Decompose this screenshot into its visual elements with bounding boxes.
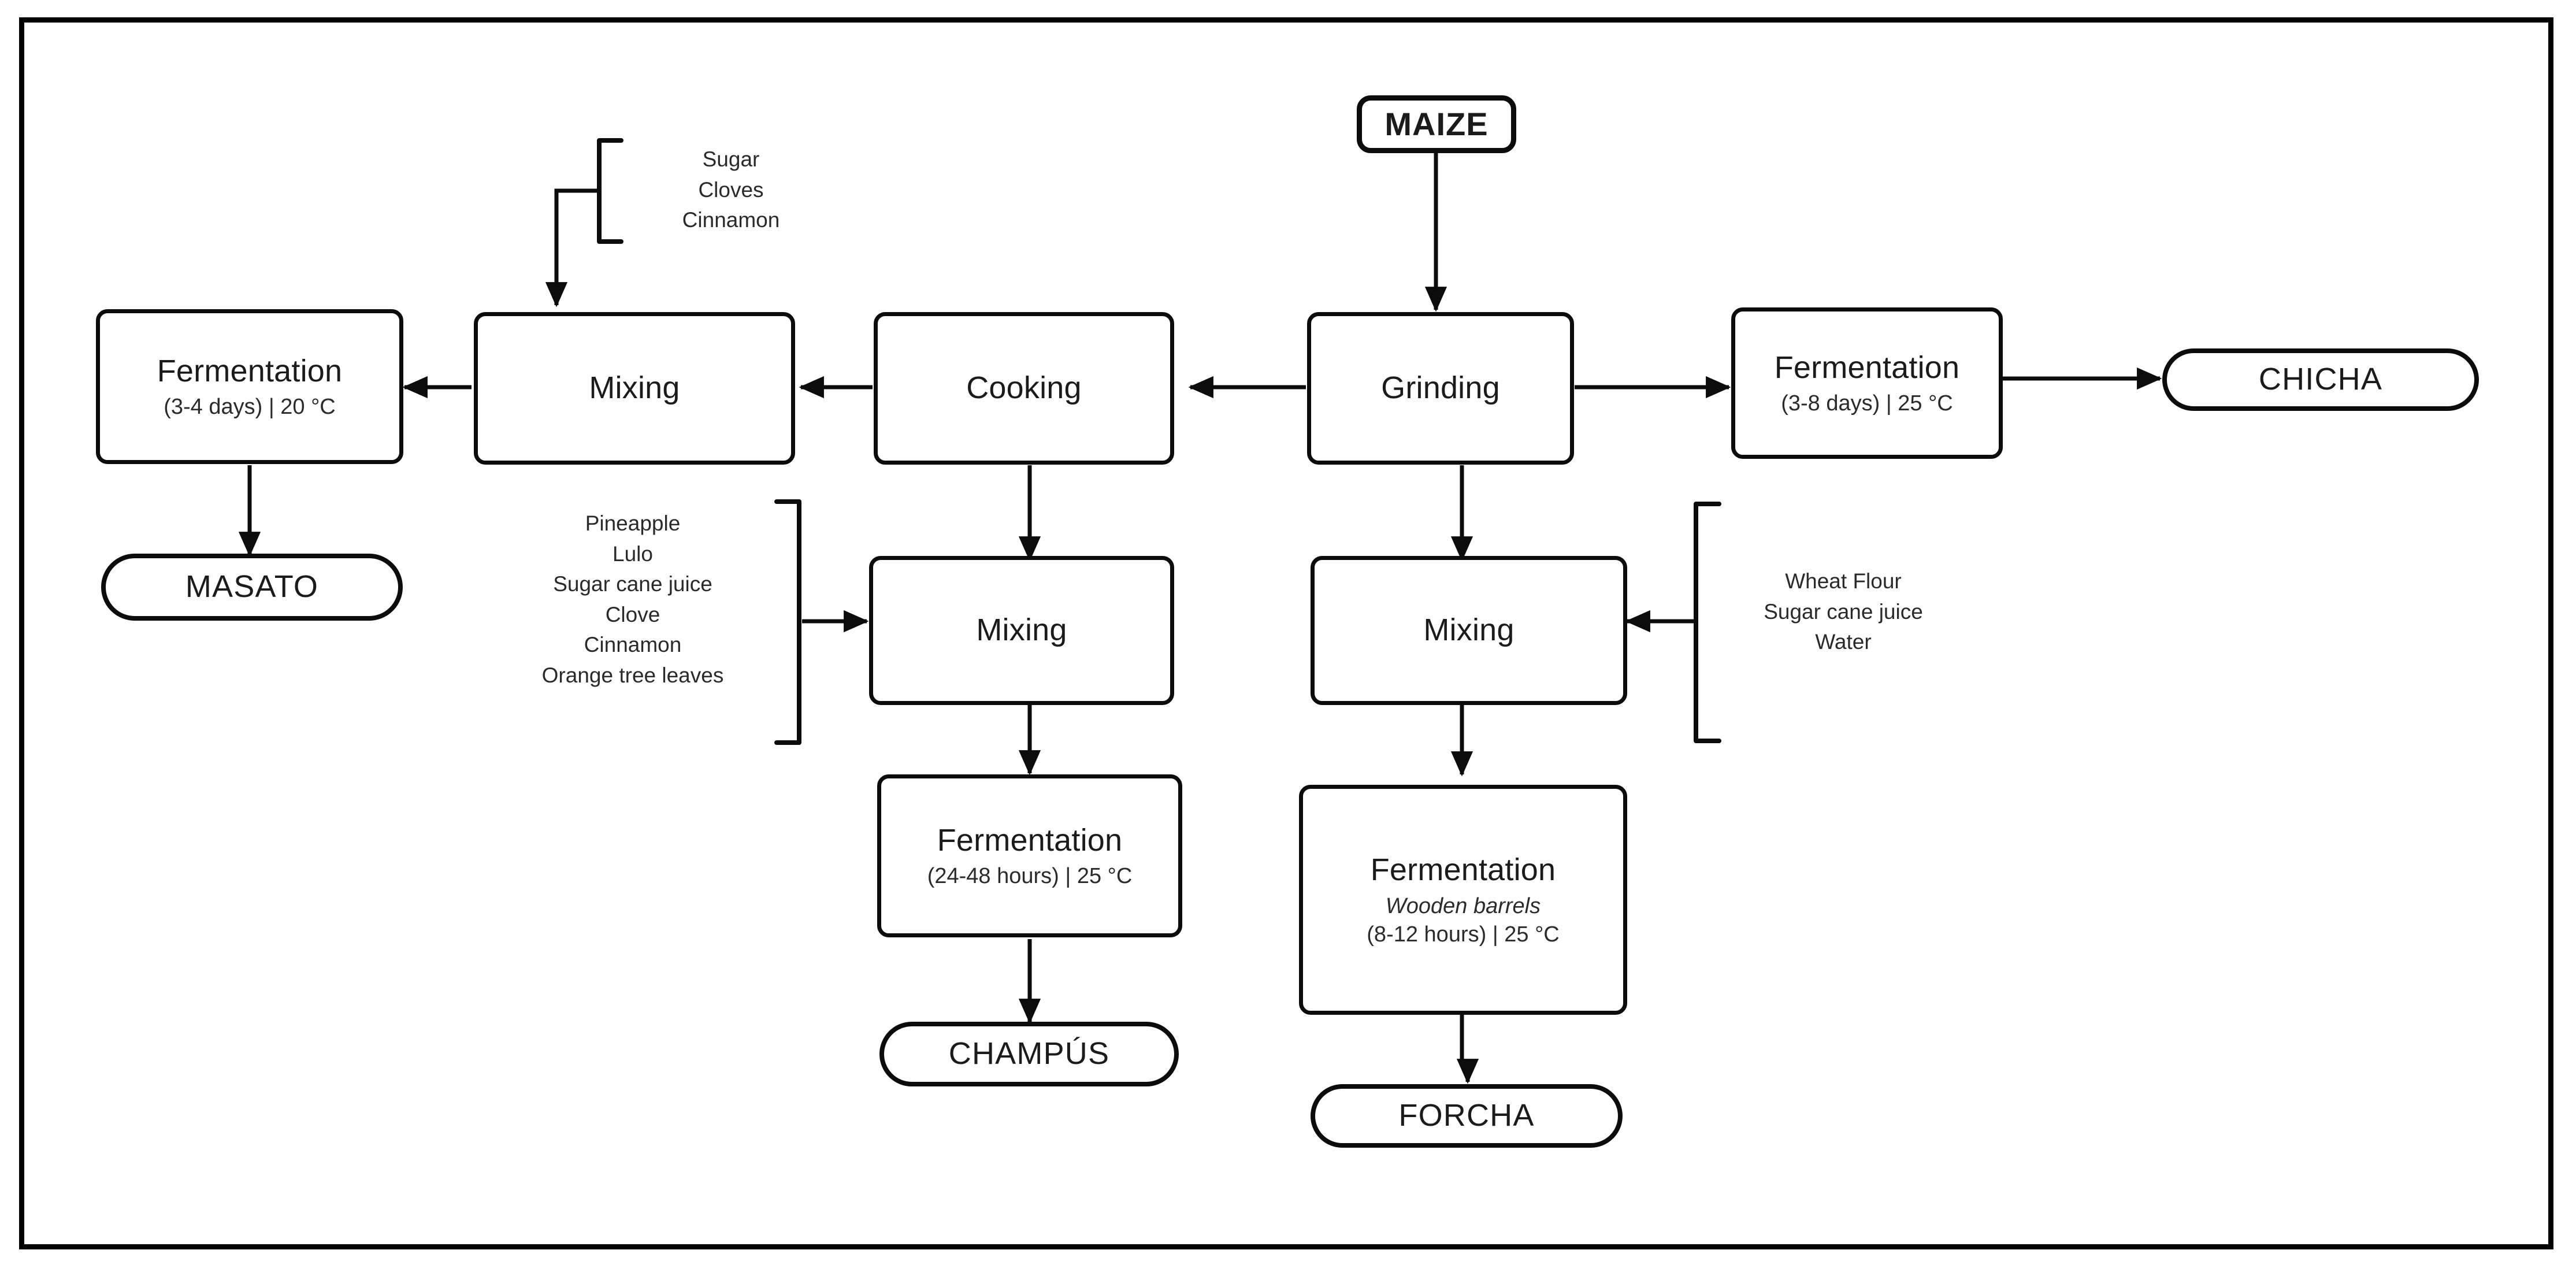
node-mixing-masato-label: Mixing [589, 370, 680, 406]
node-masato[interactable]: MASATO [101, 554, 403, 621]
node-maize[interactable]: MAIZE [1357, 95, 1516, 153]
ingredient-item: Clove [605, 602, 660, 626]
ingredient-list-forcha-additions: Wheat Flour Sugar cane juice Water [1728, 566, 1959, 658]
ingredient-list-masato-additions: Sugar Cloves Cinnamon [636, 144, 826, 236]
node-fermentation-masato[interactable]: Fermentation (3-4 days) | 20 °C [96, 309, 403, 464]
ingredient-item: Sugar cane juice [553, 572, 712, 596]
node-maize-label: MAIZE [1384, 105, 1489, 142]
node-fermentation-chicha-detail: (3-8 days) | 25 °C [1781, 391, 1953, 416]
node-champus[interactable]: CHAMPÚS [879, 1022, 1179, 1086]
node-fermentation-forcha-detail: (8-12 hours) | 25 °C [1367, 922, 1560, 947]
node-forcha[interactable]: FORCHA [1311, 1084, 1623, 1148]
ingredient-item: Sugar [702, 147, 760, 171]
diagram-outer-frame [19, 17, 2553, 1249]
node-forcha-label: FORCHA [1398, 1098, 1535, 1133]
node-champus-label: CHAMPÚS [948, 1036, 1110, 1071]
node-chicha-label: CHICHA [2258, 362, 2383, 397]
ingredient-item: Orange tree leaves [541, 663, 724, 687]
node-cooking[interactable]: Cooking [874, 312, 1174, 465]
node-grinding[interactable]: Grinding [1307, 312, 1574, 465]
node-chicha[interactable]: CHICHA [2162, 348, 2479, 411]
ingredient-item: Cloves [698, 177, 764, 202]
node-fermentation-forcha-vessel: Wooden barrels [1385, 894, 1541, 919]
node-fermentation-champus[interactable]: Fermentation (24-48 hours) | 25 °C [877, 774, 1182, 937]
node-mixing-champus-label: Mixing [976, 613, 1067, 648]
node-fermentation-forcha-label: Fermentation [1370, 852, 1556, 888]
ingredient-item: Pineapple [585, 511, 681, 535]
ingredient-list-champus-additions: Pineapple Lulo Sugar cane juice Clove Ci… [497, 509, 769, 691]
ingredient-item: Water [1815, 630, 1872, 654]
node-fermentation-chicha[interactable]: Fermentation (3-8 days) | 25 °C [1731, 307, 2003, 459]
node-grinding-label: Grinding [1381, 370, 1500, 406]
node-fermentation-champus-detail: (24-48 hours) | 25 °C [927, 864, 1133, 889]
node-mixing-forcha-label: Mixing [1423, 613, 1515, 648]
ingredient-item: Wheat Flour [1785, 569, 1902, 593]
ingredient-item: Sugar cane juice [1764, 599, 1923, 624]
ingredient-item: Lulo [613, 541, 653, 566]
node-fermentation-forcha[interactable]: Fermentation Wooden barrels (8-12 hours)… [1299, 785, 1627, 1015]
node-fermentation-masato-label: Fermentation [157, 353, 343, 388]
node-cooking-label: Cooking [966, 370, 1082, 406]
node-fermentation-champus-label: Fermentation [937, 822, 1123, 858]
node-mixing-champus[interactable]: Mixing [869, 556, 1174, 705]
node-mixing-masato[interactable]: Mixing [474, 312, 795, 465]
node-fermentation-masato-detail: (3-4 days) | 20 °C [164, 395, 336, 420]
ingredient-item: Cinnamon [682, 208, 780, 232]
ingredient-item: Cinnamon [584, 633, 682, 657]
node-masato-label: MASATO [185, 569, 319, 604]
node-mixing-forcha[interactable]: Mixing [1311, 556, 1627, 705]
node-fermentation-chicha-label: Fermentation [1774, 350, 1960, 385]
